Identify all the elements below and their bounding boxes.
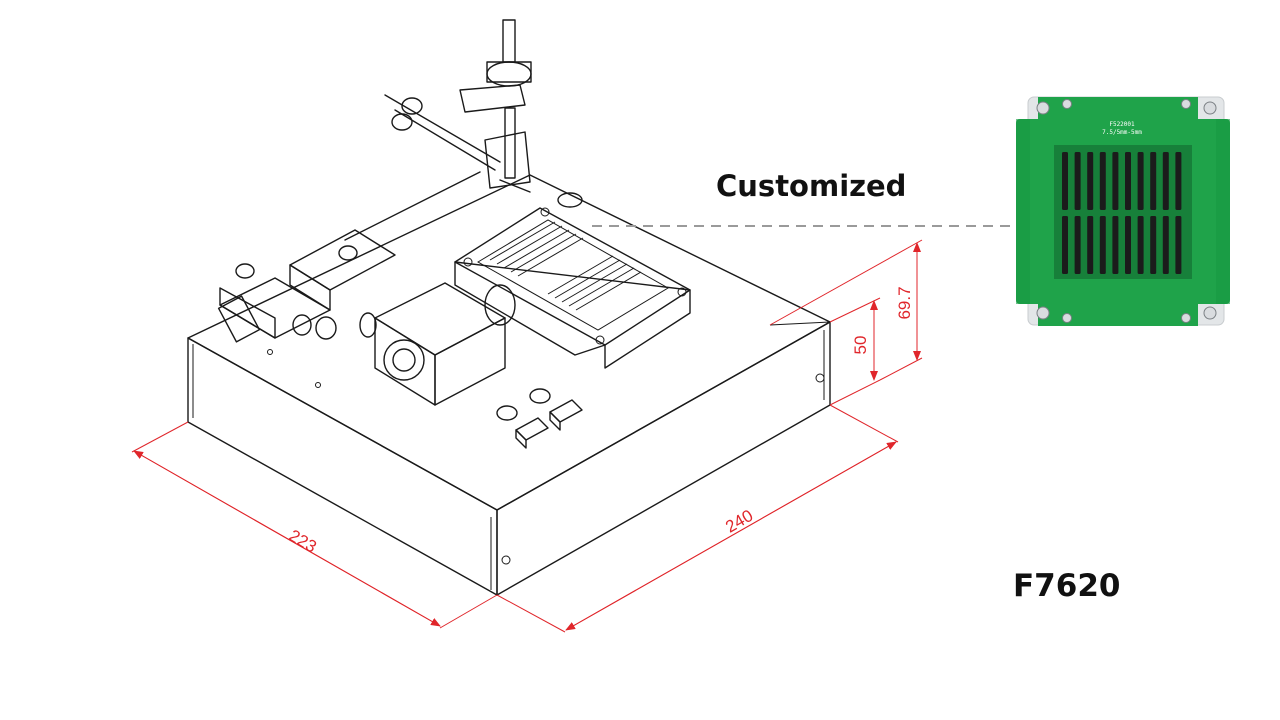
contact-slot	[1112, 216, 1119, 274]
air-cylinder	[359, 282, 516, 406]
probe-arm	[384, 19, 532, 193]
model-label: F7620	[1013, 568, 1120, 604]
contact-slot	[1175, 216, 1182, 274]
contact-slot	[1137, 152, 1144, 210]
socket-pcb-image: F522001 7.5/5mm-5mm	[1016, 96, 1230, 326]
contact-slot	[1162, 216, 1169, 274]
contact-slot	[1062, 152, 1068, 210]
contact-slot	[1162, 152, 1169, 210]
contact-slot	[1137, 216, 1144, 274]
solenoid-valves	[217, 171, 481, 343]
dim-width-label: 240	[722, 506, 756, 537]
dimension-lines: 223 240 50 69.7	[131, 239, 923, 633]
dim-height-base-label: 50	[851, 336, 870, 355]
pcb-label-line2: 7.5/5mm-5mm	[1102, 129, 1142, 136]
contact-slots	[1062, 152, 1182, 274]
dim-depth-label: 223	[286, 526, 320, 557]
contact-slot	[1074, 152, 1081, 210]
base-left-face	[187, 337, 498, 596]
contact-slot	[1112, 152, 1119, 210]
contact-slot	[1099, 216, 1106, 274]
machine-line-drawing	[187, 19, 831, 596]
contact-slot	[1125, 216, 1131, 274]
screw-icons	[1036, 99, 1217, 323]
contact-slot	[1150, 152, 1157, 210]
contact-slot	[1150, 216, 1157, 274]
dim-height-total-label: 69.7	[895, 286, 914, 319]
control-buttons	[496, 388, 583, 449]
base-right-face	[496, 321, 831, 596]
contact-slot	[1087, 152, 1094, 210]
contact-slot	[1099, 152, 1106, 210]
contact-slot	[1062, 216, 1068, 274]
socket-plate	[454, 192, 691, 369]
contact-slot	[1087, 216, 1094, 274]
contact-slot	[1175, 152, 1182, 210]
callout-label: Customized	[716, 169, 906, 203]
contact-slot	[1125, 152, 1131, 210]
pcb-label-line1: F522001	[1109, 121, 1135, 128]
contact-slot	[1074, 216, 1081, 274]
